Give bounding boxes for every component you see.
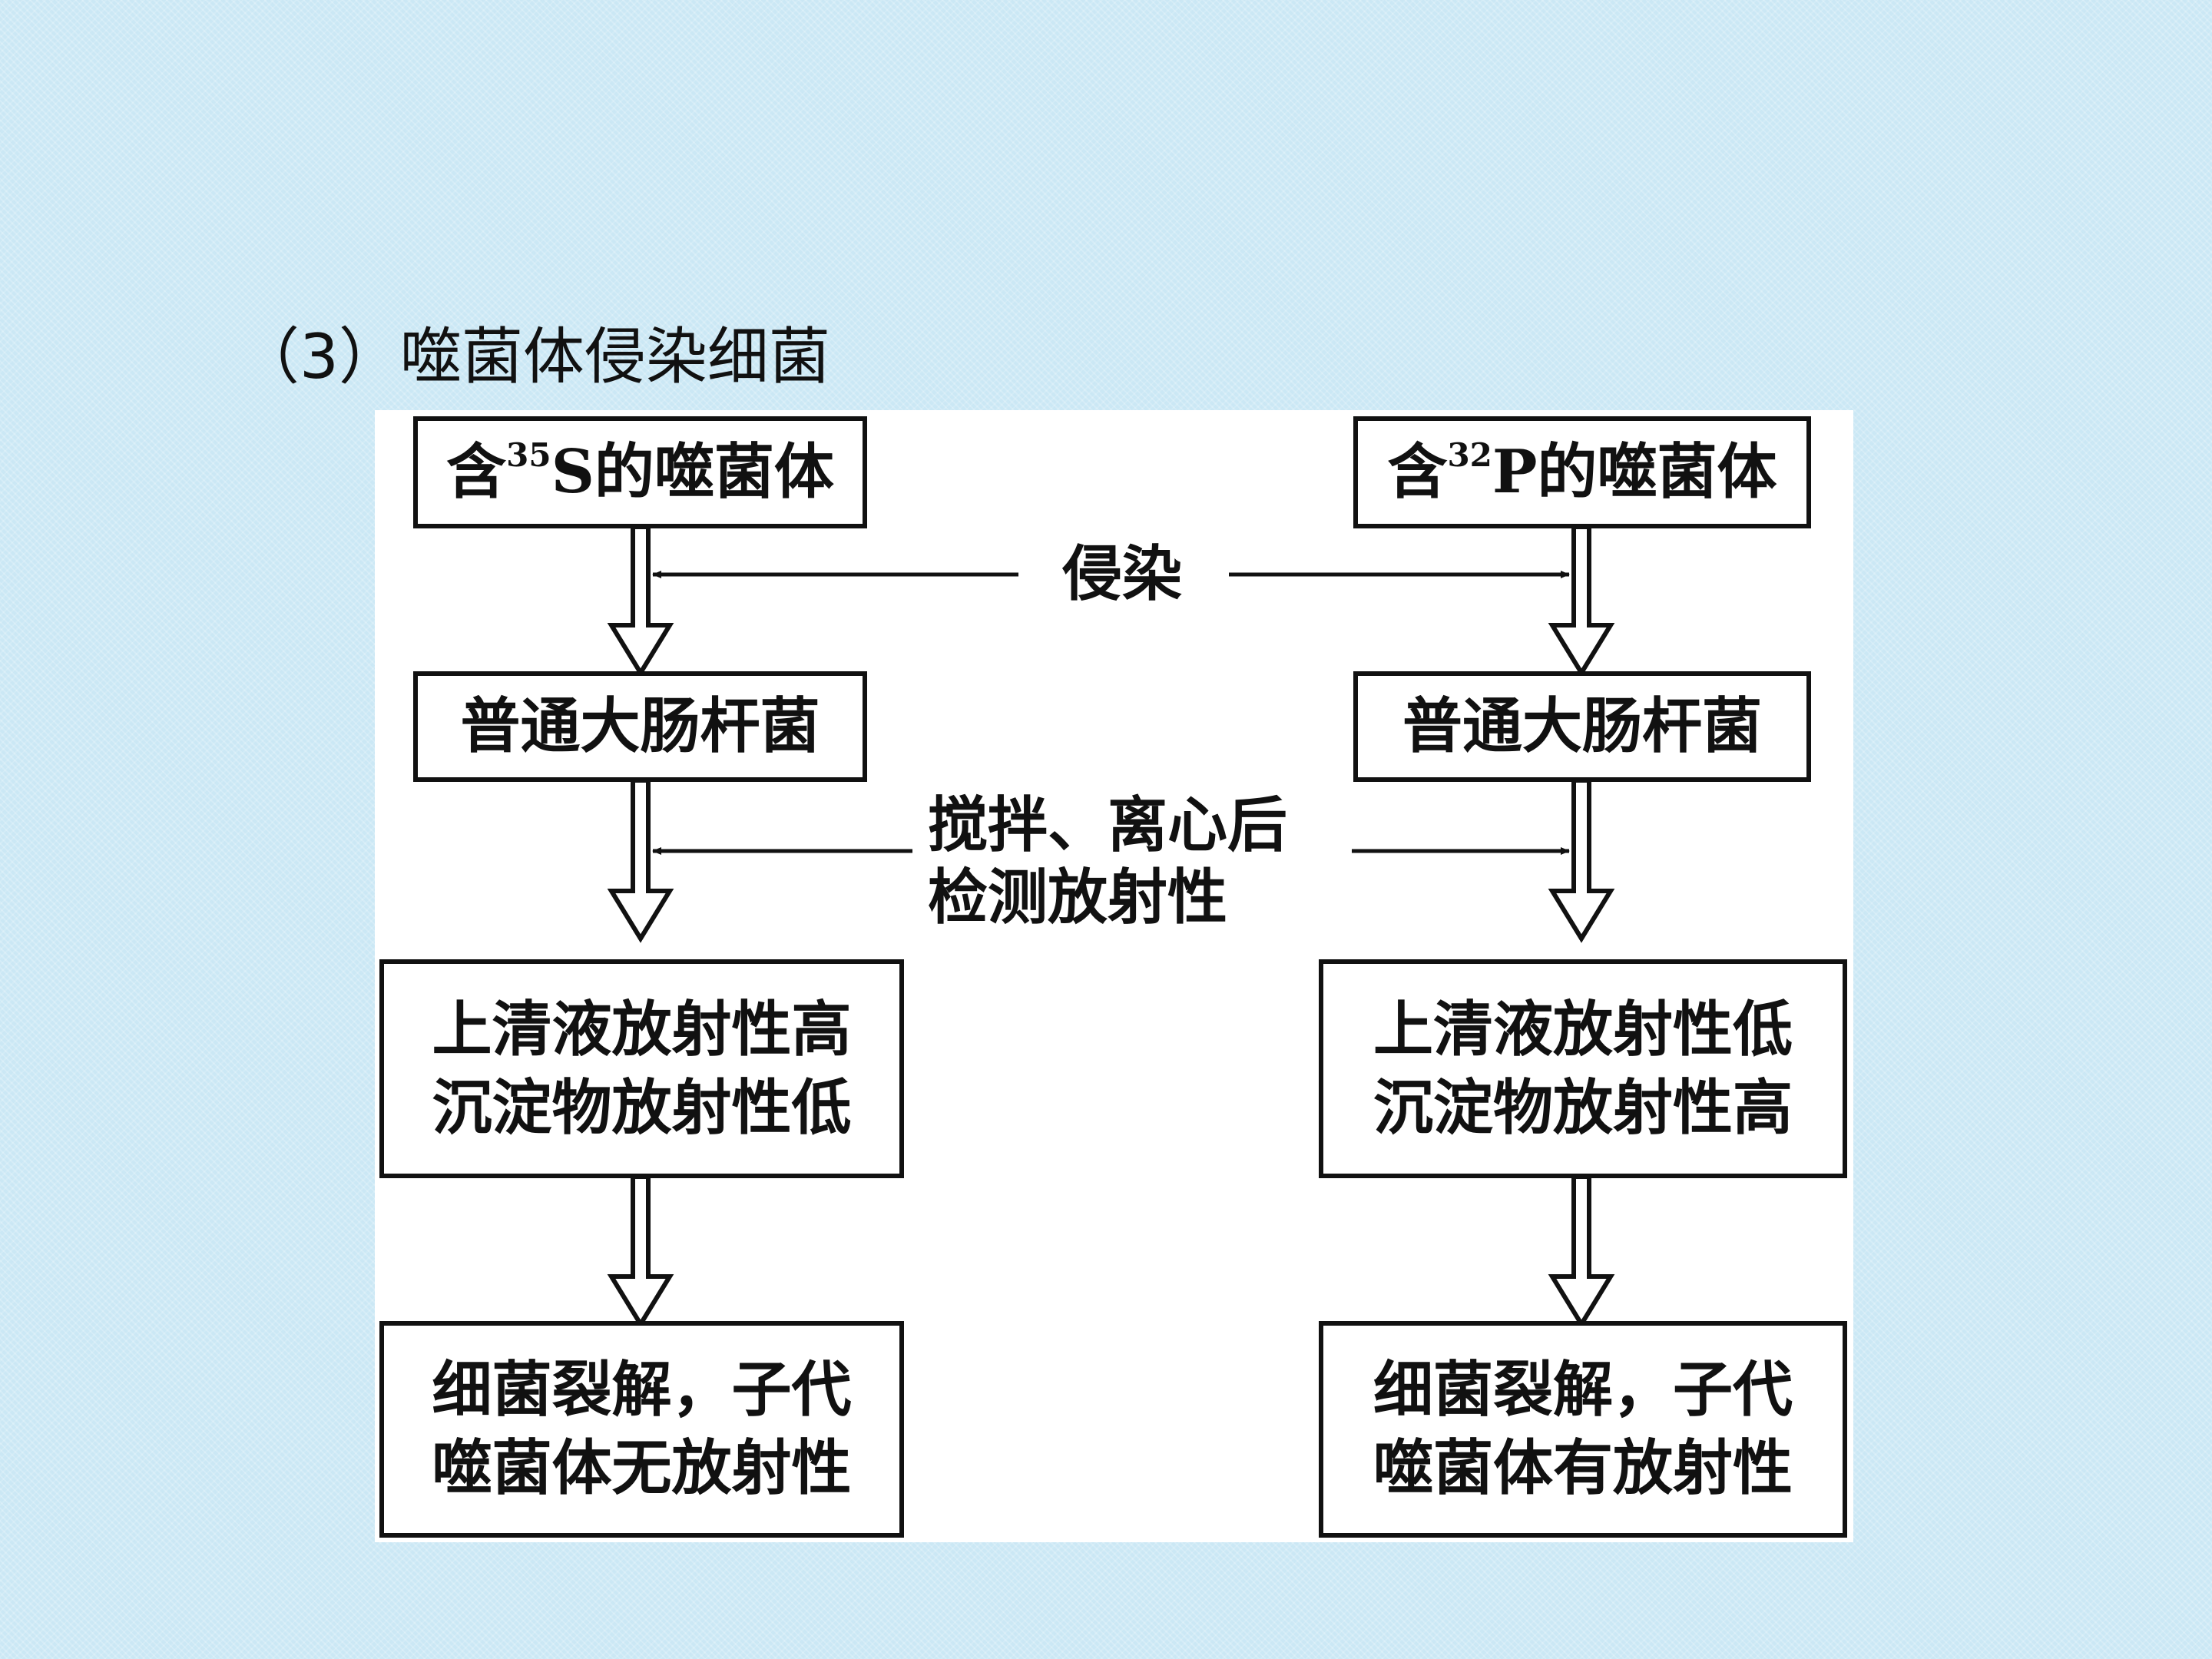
flowchart-panel: 含35S的噬菌体 普通大肠杆菌 上清液放射性高 沉淀物放射性低 细菌裂解，子代 … [375, 410, 1853, 1542]
right-conclusion-line-2: 噬菌体有放射性 [1373, 1433, 1793, 1503]
left-host-label: 普通大肠杆菌 [460, 691, 820, 761]
left-down-arrow-2 [607, 778, 674, 943]
left-start-isotope: 35 [506, 436, 551, 474]
left-conclusion-line-2: 噬菌体无放射性 [432, 1433, 852, 1503]
left-result-box: 上清液放射性高 沉淀物放射性低 [379, 959, 904, 1178]
left-start-suffix: S的噬菌体 [551, 437, 834, 507]
left-start-prefix: 含 [446, 437, 507, 507]
right-host-box: 普通大肠杆菌 [1353, 671, 1811, 782]
right-conclusion-line-1: 细菌裂解，子代 [1373, 1355, 1793, 1425]
right-down-arrow-1 [1548, 525, 1615, 677]
right-down-arrow-3 [1548, 1174, 1615, 1329]
right-conclusion-box: 细菌裂解，子代 噬菌体有放射性 [1319, 1321, 1847, 1538]
right-host-label: 普通大肠杆菌 [1402, 691, 1762, 761]
left-down-arrow-3 [607, 1174, 674, 1329]
process-label-line-1: 搅拌、离心后 [928, 790, 1288, 860]
process-label-line-2: 检测放射性 [928, 863, 1228, 932]
right-start-prefix: 含 [1387, 437, 1448, 507]
left-result-line-2: 沉淀物放射性低 [432, 1072, 852, 1143]
right-down-arrow-2 [1548, 778, 1615, 943]
right-start-box: 含32P的噬菌体 [1353, 416, 1811, 528]
left-start-box: 含35S的噬菌体 [413, 416, 867, 528]
right-result-box: 上清液放射性低 沉淀物放射性高 [1319, 959, 1847, 1178]
left-conclusion-box: 细菌裂解，子代 噬菌体无放射性 [379, 1321, 904, 1538]
right-result-line-2: 沉淀物放射性高 [1373, 1072, 1793, 1143]
slide-title: （3）噬菌体侵染细菌 [238, 321, 830, 392]
left-down-arrow-1 [607, 525, 674, 677]
left-host-box: 普通大肠杆菌 [413, 671, 867, 782]
process-label: 搅拌、离心后 检测放射性 [928, 790, 1288, 934]
right-start-suffix: P的噬菌体 [1492, 437, 1777, 507]
left-result-line-1: 上清液放射性高 [432, 994, 852, 1065]
right-start-isotope: 32 [1447, 436, 1492, 474]
right-result-line-1: 上清液放射性低 [1373, 994, 1793, 1065]
flow-arrows [607, 525, 1615, 1329]
infect-label: 侵染 [1062, 538, 1183, 611]
left-conclusion-line-1: 细菌裂解，子代 [432, 1355, 852, 1425]
